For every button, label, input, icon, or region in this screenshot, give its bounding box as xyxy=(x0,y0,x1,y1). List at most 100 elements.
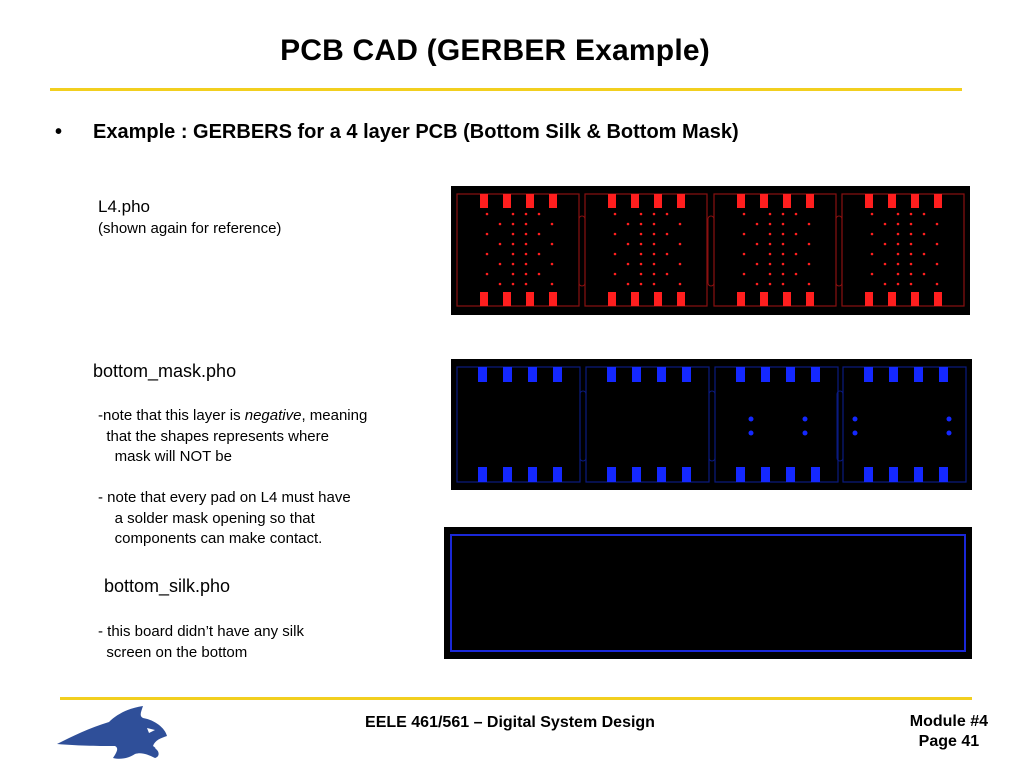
l4-via xyxy=(639,212,643,216)
l4-via xyxy=(678,282,682,286)
l4-via xyxy=(909,262,913,266)
l4-pad xyxy=(783,292,791,306)
mask-via-opening xyxy=(802,430,808,436)
mask-gerber-image xyxy=(451,359,972,490)
mask-pad-opening xyxy=(761,467,770,482)
l4-pad xyxy=(503,292,511,306)
l4-via xyxy=(870,252,874,256)
l4-via xyxy=(511,232,515,236)
l4-via xyxy=(742,212,746,216)
l4-via xyxy=(909,252,913,256)
l4-via xyxy=(755,242,759,246)
silk-label: bottom_silk.pho xyxy=(104,576,231,596)
mask-note-pads: - note that every pad on L4 must have a … xyxy=(98,488,351,550)
l4-via xyxy=(511,242,515,246)
mask-via-opening xyxy=(852,416,858,422)
l4-pad xyxy=(480,194,488,208)
l4-via xyxy=(626,262,630,266)
mask-slot xyxy=(836,390,844,462)
mask-pad-opening xyxy=(761,367,770,382)
l4-via xyxy=(511,222,515,226)
mask-note-line: components can make contact. xyxy=(98,530,323,547)
mask-via-opening xyxy=(802,416,808,422)
mask-pad-opening xyxy=(939,367,948,382)
l4-via xyxy=(639,222,643,226)
l4-via xyxy=(742,252,746,256)
l4-board-outline xyxy=(584,193,708,307)
l4-pad xyxy=(783,194,791,208)
l4-via xyxy=(896,252,900,256)
module-number: Module #4 xyxy=(909,713,988,730)
l4-via xyxy=(613,232,617,236)
l4-via xyxy=(524,252,528,256)
l4-via xyxy=(935,222,939,226)
l4-via xyxy=(485,232,489,236)
silk-board-outline xyxy=(450,534,966,652)
l4-via xyxy=(768,272,772,276)
mask-pad-opening xyxy=(864,467,873,482)
l4-via xyxy=(935,282,939,286)
mask-via-opening xyxy=(748,416,754,422)
l4-via xyxy=(639,272,643,276)
l4-pad xyxy=(934,194,942,208)
mask-pad-opening xyxy=(786,467,795,482)
l4-via xyxy=(909,232,913,236)
l4-via xyxy=(537,232,541,236)
l4-via xyxy=(537,272,541,276)
l4-via xyxy=(652,282,656,286)
l4-via xyxy=(781,252,785,256)
course-title: EELE 461/561 – Digital System Design xyxy=(365,714,655,731)
l4-via xyxy=(626,222,630,226)
l4-pad xyxy=(737,292,745,306)
mask-note-text: , meaning xyxy=(301,407,368,424)
mask-pad-opening xyxy=(657,467,666,482)
l4-via xyxy=(498,222,502,226)
mask-pad-opening xyxy=(632,367,641,382)
l4-via xyxy=(807,262,811,266)
l4-pad xyxy=(806,194,814,208)
l4-via xyxy=(935,242,939,246)
l4-pad xyxy=(760,292,768,306)
mask-board-outline xyxy=(842,366,967,483)
title-divider xyxy=(50,88,962,91)
l4-via xyxy=(781,232,785,236)
mask-pad-opening xyxy=(553,467,562,482)
mask-pad-opening xyxy=(786,367,795,382)
l4-via xyxy=(768,212,772,216)
mask-note-line: mask will NOT be xyxy=(98,448,232,465)
l4-via xyxy=(768,282,772,286)
l4-board-outline xyxy=(713,193,837,307)
mask-via-opening xyxy=(748,430,754,436)
l4-via xyxy=(883,262,887,266)
l4-via xyxy=(550,222,554,226)
l4-pad xyxy=(865,194,873,208)
l4-via xyxy=(896,212,900,216)
mask-slot xyxy=(579,390,587,462)
l4-pad xyxy=(934,292,942,306)
mask-pad-opening xyxy=(939,467,948,482)
mask-pad-opening xyxy=(528,467,537,482)
l4-via xyxy=(909,222,913,226)
l4-via xyxy=(935,262,939,266)
l4-via xyxy=(639,262,643,266)
mask-note-emphasis: negative xyxy=(244,407,302,424)
l4-via xyxy=(524,242,528,246)
mask-via-opening xyxy=(946,416,952,422)
l4-via xyxy=(896,262,900,266)
l4-pad xyxy=(654,292,662,306)
l4-via xyxy=(613,272,617,276)
l4-via xyxy=(537,212,541,216)
l4-sublabel: (shown again for reference) xyxy=(98,220,282,237)
mask-pad-opening xyxy=(889,367,898,382)
l4-via xyxy=(550,282,554,286)
l4-pad xyxy=(865,292,873,306)
bullet-icon: • xyxy=(55,121,63,143)
l4-via xyxy=(794,232,798,236)
l4-slot xyxy=(578,215,586,287)
mask-pad-opening xyxy=(811,467,820,482)
l4-via xyxy=(781,282,785,286)
l4-via xyxy=(524,262,528,266)
l4-via xyxy=(909,282,913,286)
l4-board-outline xyxy=(841,193,965,307)
l4-via xyxy=(922,252,926,256)
